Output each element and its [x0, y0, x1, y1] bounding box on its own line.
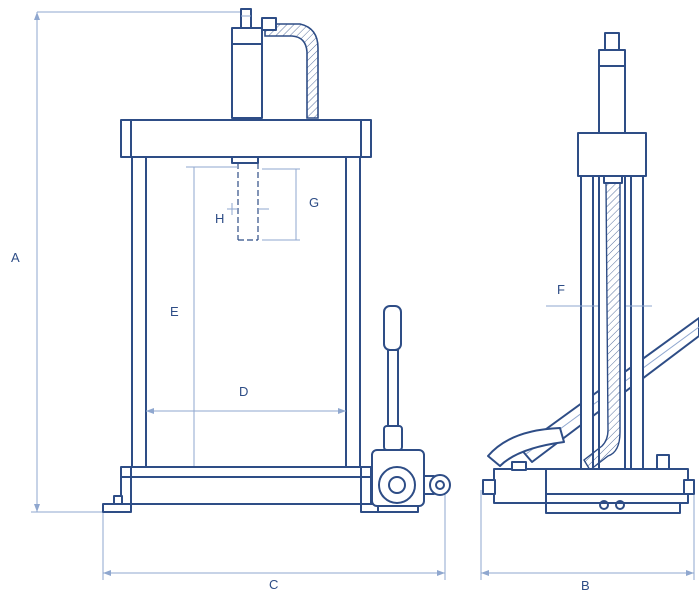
dimension-b: B [480, 490, 695, 593]
left-column [131, 156, 147, 468]
right-column [345, 156, 361, 468]
dimension-g: G [262, 168, 319, 241]
label-a: A [11, 250, 20, 265]
dimension-a: A [11, 11, 245, 513]
hydraulic-hose [264, 23, 319, 119]
dimension-c: C [102, 490, 446, 592]
side-top-crossbeam [577, 132, 647, 177]
front-view: A C [11, 8, 451, 592]
hand-pump [371, 305, 451, 513]
dimension-e: E [170, 166, 238, 466]
ram-stroke-dashed [237, 163, 259, 241]
cylinder [231, 27, 263, 119]
label-h: H [215, 211, 224, 226]
base-beam [120, 466, 372, 505]
top-crossbeam [120, 119, 372, 158]
side-view: B F [480, 32, 699, 593]
label-g: G [309, 195, 319, 210]
side-cylinder [598, 49, 626, 135]
dimension-d: D [146, 384, 346, 414]
label-b: B [581, 578, 590, 593]
dimension-f: F [546, 282, 652, 307]
label-f: F [557, 282, 565, 297]
label-d: D [239, 384, 248, 399]
label-c: C [269, 577, 278, 592]
dimension-h: H [215, 203, 269, 226]
side-base [493, 468, 689, 504]
label-e: E [170, 304, 179, 319]
